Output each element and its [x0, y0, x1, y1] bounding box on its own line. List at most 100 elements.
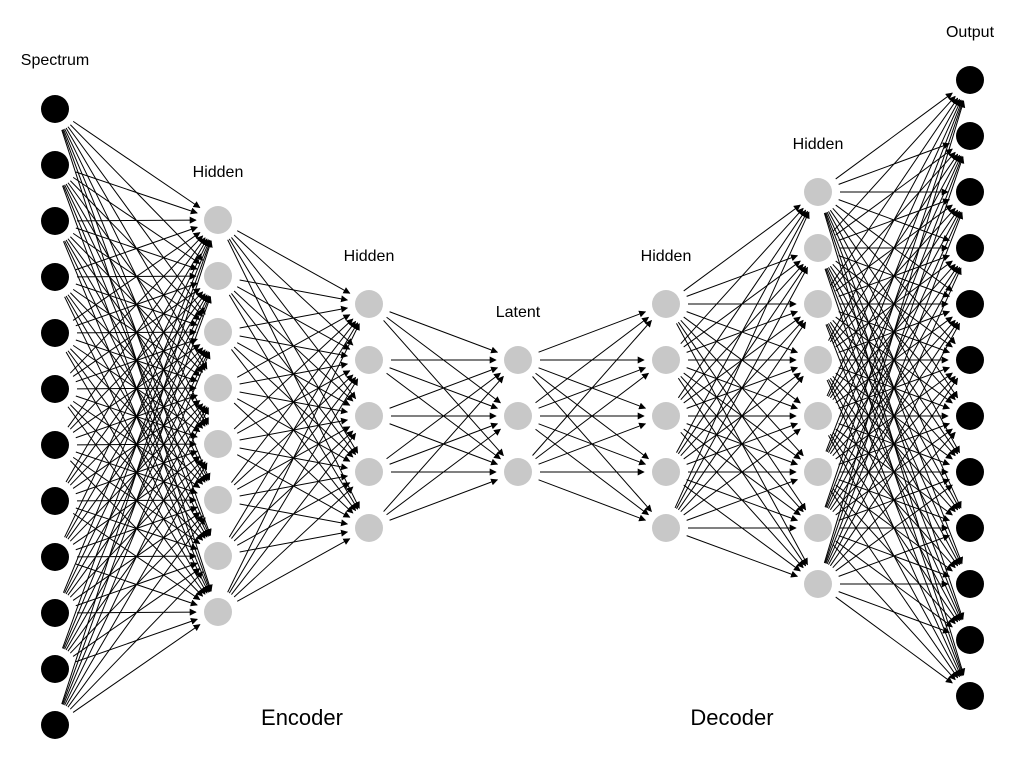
- dec-hidden-1-node-1: [652, 346, 680, 374]
- edge-dec-hidden-1-4-to-dec-hidden-2-1: [676, 266, 808, 509]
- latent-node-1: [504, 402, 532, 430]
- output-node-3: [956, 234, 984, 262]
- enc-hidden-2-node-3: [355, 458, 383, 486]
- output-node-11: [956, 682, 984, 710]
- edge-input-0-to-enc-hidden-1-0: [72, 120, 201, 209]
- output-node-9: [956, 570, 984, 598]
- edge-input-11-to-enc-hidden-1-7: [72, 624, 201, 713]
- enc-hidden-1-node-6: [204, 542, 232, 570]
- output-node-7: [956, 458, 984, 486]
- edge-dec-hidden-2-7-to-output-1: [824, 156, 965, 564]
- edge-input-3-to-enc-hidden-1-0: [75, 226, 198, 271]
- edge-dec-hidden-1-4-to-dec-hidden-2-0: [674, 211, 810, 509]
- enc-hidden-2-node-0: [355, 290, 383, 318]
- edge-enc-hidden-2-0-to-latent-0: [389, 311, 499, 354]
- edge-enc-hidden-1-2-to-enc-hidden-2-0: [239, 305, 349, 329]
- input-node-10: [41, 655, 69, 683]
- encoder-hidden-1-label: Hidden: [192, 164, 244, 181]
- edge-input-11-to-enc-hidden-1-5: [67, 517, 206, 708]
- edge-input-5-to-enc-hidden-1-0: [69, 235, 204, 374]
- input-node-2: [41, 207, 69, 235]
- input-layer-label: Spectrum: [20, 52, 90, 69]
- dec-hidden-2-node-1: [804, 234, 832, 262]
- edge-enc-hidden-1-1-to-enc-hidden-2-0: [239, 279, 349, 303]
- edge-latent-2-to-dec-hidden-1-4: [538, 479, 647, 522]
- edge-input-11-to-enc-hidden-1-4: [65, 462, 208, 707]
- encoder-hidden-2-label: Hidden: [343, 248, 395, 265]
- edge-dec-hidden-1-4-to-dec-hidden-2-3: [680, 375, 804, 513]
- edge-enc-hidden-1-7-to-enc-hidden-2-3: [233, 486, 354, 598]
- dec-hidden-1-node-0: [652, 290, 680, 318]
- edge-dec-hidden-1-4-to-dec-hidden-2-2: [677, 321, 807, 511]
- edge-enc-hidden-1-3-to-enc-hidden-2-0: [236, 314, 351, 378]
- enc-hidden-2-node-4: [355, 514, 383, 542]
- output-node-4: [956, 290, 984, 318]
- edge-latent-2-to-dec-hidden-1-1: [535, 372, 650, 460]
- input-node-1: [41, 151, 69, 179]
- edge-input-4-to-enc-hidden-1-0: [72, 232, 201, 321]
- edge-input-1-to-enc-hidden-1-0: [75, 171, 198, 215]
- edge-latent-1-to-dec-hidden-1-0: [535, 316, 650, 404]
- edge-enc-hidden-2-3-to-latent-0: [386, 372, 501, 460]
- output-node-1: [956, 122, 984, 150]
- input-node-3: [41, 263, 69, 291]
- neuron-nodes: [41, 66, 984, 739]
- dec-hidden-2-node-3: [804, 346, 832, 374]
- dec-hidden-2-node-0: [804, 178, 832, 206]
- edge-enc-hidden-1-4-to-enc-hidden-2-0: [233, 318, 354, 430]
- input-node-8: [41, 543, 69, 571]
- edge-enc-hidden-1-7-to-enc-hidden-2-0: [227, 323, 360, 593]
- input-node-11: [41, 711, 69, 739]
- dec-hidden-1-node-3: [652, 458, 680, 486]
- edge-input-2-to-enc-hidden-1-0: [76, 216, 197, 224]
- edge-dec-hidden-2-7-to-output-11: [835, 596, 953, 684]
- edge-dec-hidden-2-7-to-output-10: [838, 591, 951, 634]
- decoder-label: Decoder: [690, 705, 774, 730]
- edge-latent-0-to-dec-hidden-1-0: [538, 310, 647, 353]
- dec-hidden-2-node-6: [804, 514, 832, 542]
- edge-dec-hidden-2-3-to-output-0: [828, 98, 960, 341]
- edge-dec-hidden-1-4-to-dec-hidden-2-5: [686, 478, 799, 521]
- encoder-label: Encoder: [261, 705, 343, 730]
- edge-enc-hidden-1-6-to-enc-hidden-2-0: [228, 322, 359, 538]
- edge-dec-hidden-1-4-to-dec-hidden-2-7: [686, 535, 799, 578]
- enc-hidden-2-node-1: [355, 346, 383, 374]
- input-node-9: [41, 599, 69, 627]
- edge-enc-hidden-2-4-to-latent-0: [383, 375, 504, 512]
- edge-enc-hidden-2-4-to-latent-1: [386, 428, 501, 516]
- output-node-0: [956, 66, 984, 94]
- edge-dec-hidden-2-7-to-output-6: [832, 431, 956, 569]
- edge-input-11-to-enc-hidden-1-0: [61, 240, 213, 705]
- edge-input-7-to-enc-hidden-1-0: [65, 238, 208, 483]
- edge-latent-2-to-dec-hidden-1-2: [538, 422, 647, 465]
- edge-enc-hidden-1-7-to-enc-hidden-2-4: [236, 538, 351, 602]
- output-node-8: [956, 514, 984, 542]
- connection-edges: [61, 92, 966, 713]
- edge-enc-hidden-1-5-to-enc-hidden-2-0: [231, 320, 357, 483]
- edge-enc-hidden-1-0-to-enc-hidden-2-0: [236, 230, 351, 294]
- edge-input-11-to-enc-hidden-1-1: [62, 296, 212, 705]
- edge-dec-hidden-2-5-to-output-0: [825, 99, 964, 452]
- edge-dec-hidden-2-7-to-output-3: [826, 267, 962, 565]
- enc-hidden-1-node-0: [204, 206, 232, 234]
- edge-enc-hidden-1-7-to-enc-hidden-2-1: [228, 378, 359, 594]
- dec-hidden-2-node-7: [804, 570, 832, 598]
- edge-dec-hidden-2-0-to-output-0: [835, 92, 953, 180]
- output-node-5: [956, 346, 984, 374]
- input-node-5: [41, 375, 69, 403]
- dec-hidden-2-node-5: [804, 458, 832, 486]
- decoder-hidden-1-label: Hidden: [640, 248, 692, 265]
- enc-hidden-1-node-7: [204, 598, 232, 626]
- enc-hidden-1-node-2: [204, 318, 232, 346]
- output-node-6: [956, 402, 984, 430]
- output-layer-label: Output: [945, 24, 995, 41]
- edge-dec-hidden-2-6-to-output-0: [824, 100, 965, 508]
- output-node-10: [956, 626, 984, 654]
- edge-dec-hidden-2-2-to-output-0: [829, 97, 959, 287]
- edge-dec-hidden-2-7-to-output-8: [838, 534, 951, 577]
- input-node-4: [41, 319, 69, 347]
- edge-dec-hidden-1-0-to-dec-hidden-2-0: [683, 204, 801, 292]
- enc-hidden-1-node-5: [204, 486, 232, 514]
- edge-dec-hidden-2-7-to-output-0: [823, 100, 966, 564]
